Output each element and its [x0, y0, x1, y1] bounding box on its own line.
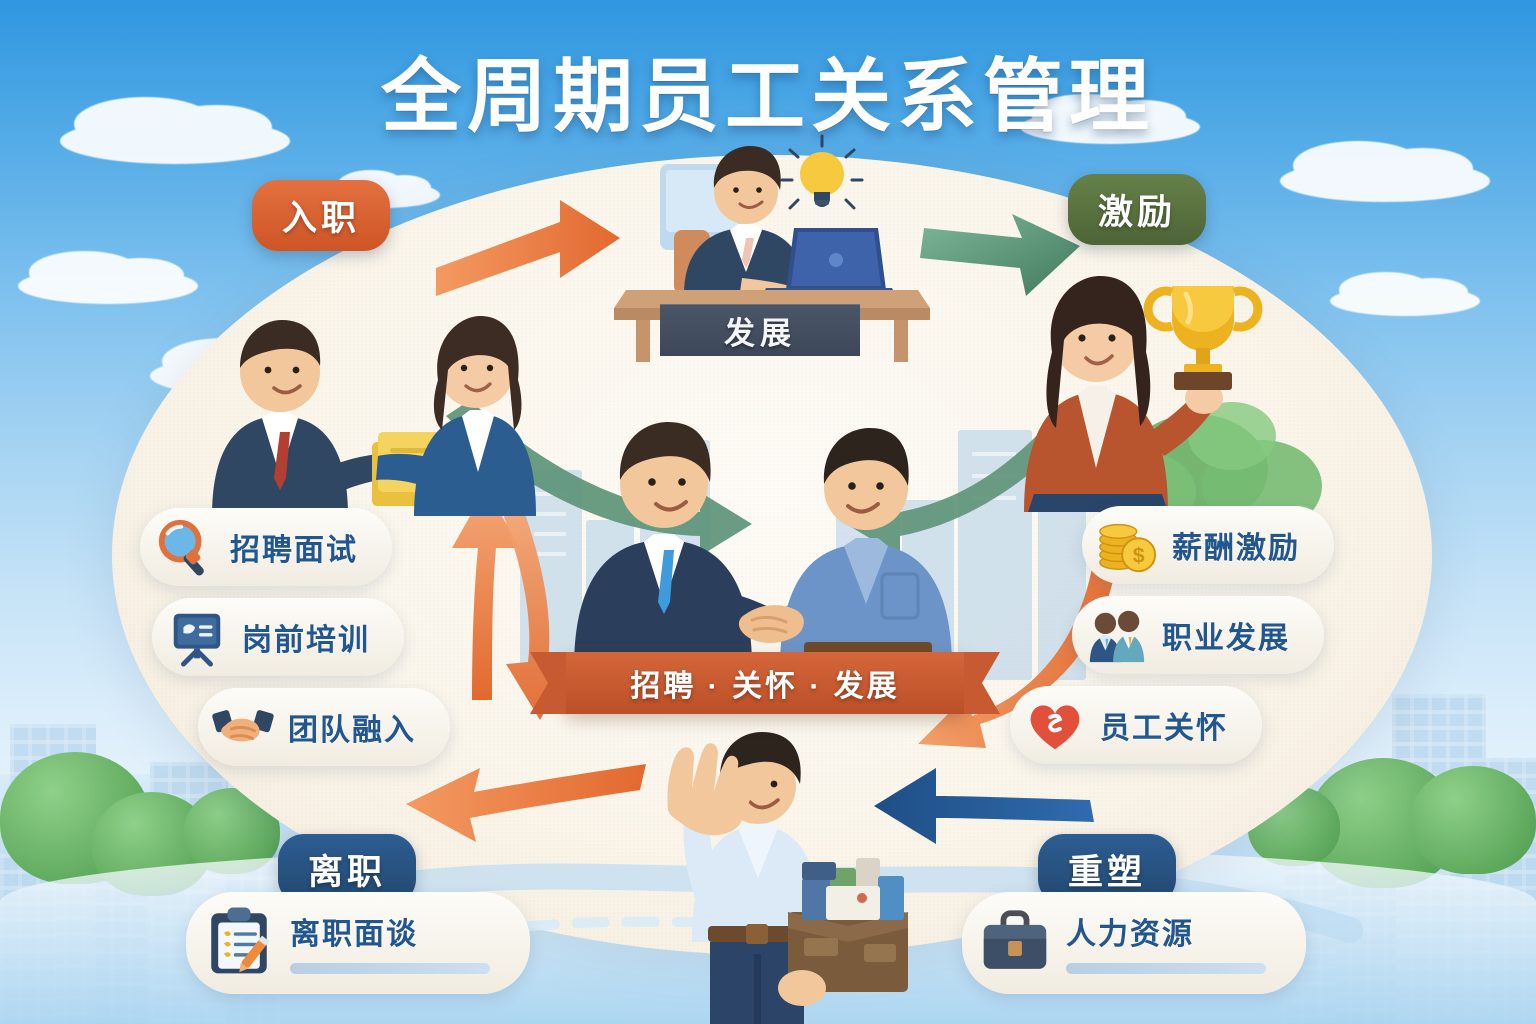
feature-pill-label: 团队融入 — [288, 714, 416, 747]
svg-text:$: $ — [1133, 543, 1145, 567]
clipboard-checklist-icon — [211, 907, 270, 974]
feature-pill-label: 人力资源 — [1066, 917, 1194, 951]
pill-progress-bar — [1066, 962, 1266, 974]
working-desk-scene — [614, 134, 930, 362]
cardboard-box — [788, 858, 908, 992]
feature-pill-label: 员工关怀 — [1100, 712, 1228, 745]
onboarding-scene — [212, 316, 536, 516]
cloud-decoration — [18, 251, 198, 304]
feature-pill-compensation[interactable]: $ 薪酬激励 — [1082, 506, 1334, 584]
handshake-icon — [212, 710, 274, 742]
cloud-decoration — [1280, 140, 1490, 202]
feature-pill-label: 薪酬激励 — [1172, 532, 1300, 565]
handshake-scene — [574, 422, 952, 668]
page-title: 全周期员工关系管理 — [381, 52, 1155, 141]
feature-pill-label: 职业发展 — [1162, 622, 1290, 655]
feature-pill-exit-interview[interactable]: 离职面谈 — [186, 892, 530, 994]
desk-nameplate-text: 发展 — [724, 315, 796, 351]
waving-hand — [667, 743, 756, 902]
award-trophy-scene — [1024, 276, 1263, 512]
presentation-icon — [173, 613, 221, 667]
feature-pill-label: 离职面谈 — [290, 917, 418, 951]
stage-badge-motivation[interactable]: 激励 — [1068, 174, 1207, 245]
feature-pill-team-integration[interactable]: 团队融入 — [198, 688, 450, 766]
briefcase-icon — [983, 910, 1047, 969]
feature-pill-label: 岗前培训 — [242, 624, 370, 657]
center-ribbon: 招聘 · 关怀 · 发展 — [530, 652, 1000, 714]
trophy-icon — [1143, 286, 1263, 390]
people-icon — [1089, 610, 1145, 663]
cloud-decoration — [60, 96, 290, 164]
lightbulb-icon — [780, 134, 864, 210]
magnifier-icon — [158, 519, 204, 576]
feature-pill-hr[interactable]: 人力资源 — [962, 892, 1306, 994]
coins-icon: $ — [1099, 523, 1157, 573]
feature-pill-recruiting[interactable]: 招聘面试 — [140, 508, 392, 586]
desk-nameplate: 发展 — [660, 304, 860, 356]
feature-pill-career[interactable]: 职业发展 — [1072, 596, 1324, 674]
cloud-decoration — [1020, 94, 1200, 144]
farewell-scene — [667, 732, 908, 1024]
heart-icon — [1030, 705, 1080, 750]
stage-badge-onboarding[interactable]: 入职 — [252, 180, 391, 251]
cloud-decoration — [1330, 272, 1480, 316]
tree-decoration — [1410, 766, 1536, 874]
center-ribbon-text: 招聘 · 关怀 · 发展 — [630, 670, 900, 703]
feature-pill-employee-care[interactable]: 员工关怀 — [1010, 686, 1262, 764]
feature-pill-label: 招聘面试 — [230, 534, 358, 567]
pill-progress-bar — [290, 962, 490, 974]
feature-pill-training[interactable]: 岗前培训 — [152, 598, 404, 676]
